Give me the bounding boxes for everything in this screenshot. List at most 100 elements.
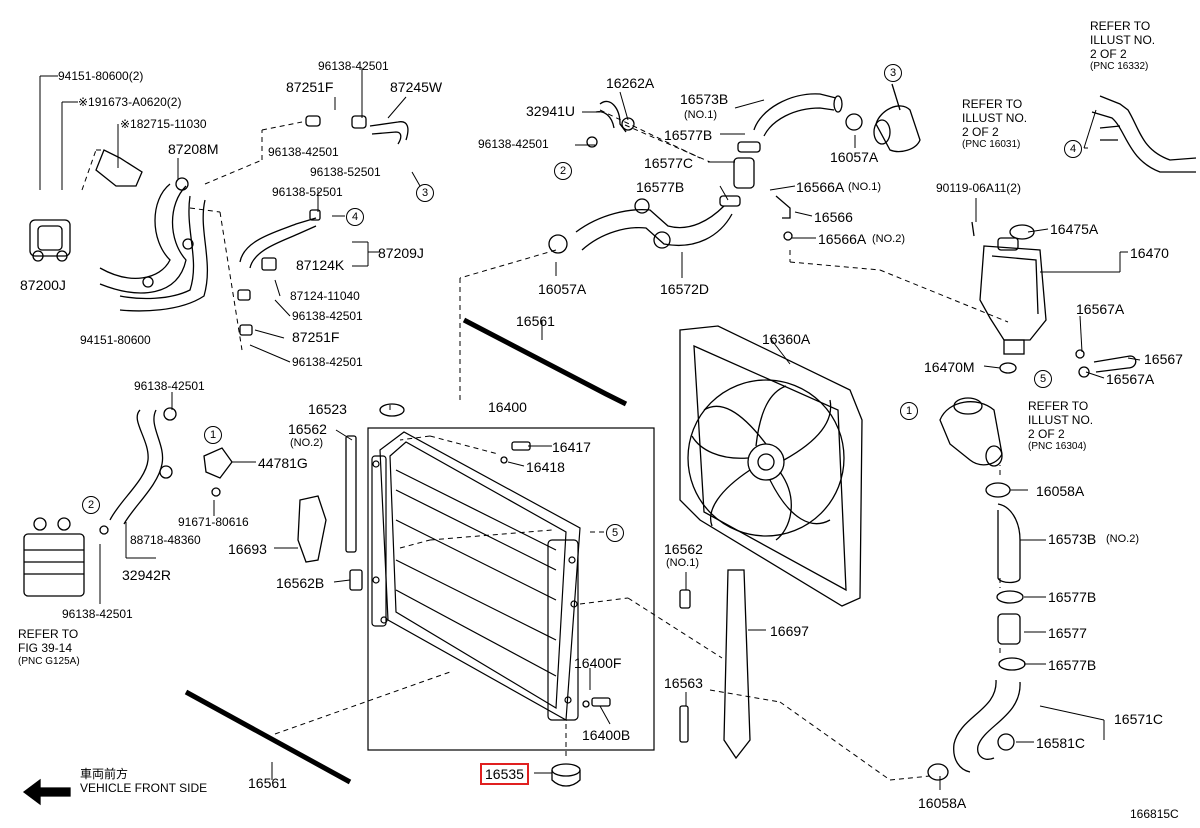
part-label[interactable]: 44781G [258, 455, 308, 471]
part-label[interactable]: 16562B [276, 575, 325, 591]
part-label[interactable]: 16566A [818, 231, 867, 247]
part-label[interactable]: 16417 [552, 439, 591, 455]
refer-line: 2 OF 2 [1028, 426, 1065, 441]
refer-note-16031: REFER TO ILLUST NO. 2 OF 2 (PNC 16031) [962, 97, 1027, 151]
part-label[interactable]: 16562 [288, 421, 327, 437]
part-label[interactable]: 96138-42501 [292, 355, 363, 369]
vehicle-front-jp: 車両前方 [80, 767, 129, 781]
leader-lines [39, 68, 1141, 790]
part-label[interactable]: 96138-42501 [134, 379, 205, 393]
refer-line: (PNC 16031) [962, 139, 1021, 151]
part-label[interactable]: 32942R [122, 567, 172, 583]
part-label[interactable]: 16577C [644, 155, 694, 171]
part-label[interactable]: 16057A [538, 281, 587, 297]
radiator-group-frame [367, 427, 655, 751]
part-label[interactable]: 16360A [762, 331, 811, 347]
part-label[interactable]: 16562 [664, 541, 703, 557]
part-label[interactable]: 16697 [770, 623, 809, 639]
part-label[interactable]: 87251F [292, 329, 340, 345]
callout-1: 1 [900, 402, 918, 420]
part-label[interactable]: 96138-42501 [318, 59, 389, 73]
part-label[interactable]: 96138-42501 [478, 137, 549, 151]
part-label[interactable]: 16561 [248, 775, 287, 791]
part-label[interactable]: 16581C [1036, 735, 1086, 751]
part-label[interactable]: 16523 [308, 401, 347, 417]
part-label[interactable]: 16572D [660, 281, 710, 297]
part-label[interactable]: 88718-48360 [130, 533, 201, 547]
refer-line: REFER TO [962, 97, 1023, 111]
part-label[interactable]: 90119-06A11(2) [936, 181, 1021, 195]
part-label[interactable]: 96138-42501 [62, 607, 133, 621]
part-label[interactable]: 16573B [1048, 531, 1097, 547]
refer-line: (PNC 16332) [1090, 61, 1149, 73]
part-label[interactable]: 16567 [1144, 351, 1183, 367]
callout-5: 5 [606, 524, 624, 542]
vehicle-front-label: 車両前方 VEHICLE FRONT SIDE [80, 767, 207, 796]
part-label[interactable]: 16058A [918, 795, 967, 811]
part-label[interactable]: 96138-42501 [268, 145, 339, 159]
part-label[interactable]: ※191673-A0620(2) [78, 95, 182, 109]
refer-line: ILLUST NO. [1028, 412, 1094, 427]
refer-note-G125A: REFER TO FIG 39-14 (PNC G125A) [18, 627, 80, 667]
part-label[interactable]: 16418 [526, 459, 565, 475]
part-label-suffix: (NO.2) [1106, 533, 1139, 545]
part-label[interactable]: 87200J [20, 277, 66, 293]
part-label[interactable]: 87208M [168, 141, 219, 157]
refer-line: ILLUST NO. [1090, 32, 1156, 47]
refer-line: 2 OF 2 [962, 124, 999, 139]
refer-line: (PNC G125A) [18, 655, 80, 667]
callout-2: 2 [554, 162, 572, 180]
part-label[interactable]: 96138-52501 [310, 165, 381, 179]
part-label[interactable]: 32941U [526, 103, 576, 119]
part-label[interactable]: 16400F [574, 655, 622, 671]
part-label[interactable]: 16563 [664, 675, 703, 691]
part-label[interactable]: 16566A [796, 179, 845, 195]
part-label[interactable]: 96138-42501 [292, 309, 363, 323]
dashed-lines [81, 109, 1009, 781]
refer-line: 2 OF 2 [1090, 46, 1127, 61]
part-label[interactable]: 16058A [1036, 483, 1085, 499]
part-label[interactable]: 16470 [1130, 245, 1169, 261]
callout-3: 3 [884, 64, 902, 82]
part-label[interactable]: 16566 [814, 209, 853, 225]
part-label[interactable]: 16400B [582, 727, 631, 743]
highlighted-part-label[interactable]: 16535 [480, 763, 529, 785]
fan-shroud-drawing [679, 325, 863, 607]
part-label[interactable]: 16577B [636, 179, 685, 195]
part-label[interactable]: 16577B [1048, 657, 1097, 673]
part-label[interactable]: 16577B [664, 127, 713, 143]
radiator-drawing [371, 431, 581, 721]
refer-note-16304: REFER TO ILLUST NO. 2 OF 2 (PNC 16304) [1028, 399, 1094, 453]
part-label-suffix: (NO.2) [290, 437, 323, 449]
part-label[interactable]: 16573B [680, 91, 729, 107]
part-label-suffix: (NO.2) [872, 233, 905, 245]
part-label[interactable]: 16475A [1050, 221, 1099, 237]
part-label[interactable]: 87124K [296, 257, 345, 273]
part-label[interactable]: 16693 [228, 541, 267, 557]
part-label[interactable]: 16470M [924, 359, 975, 375]
part-label[interactable]: 87251F [286, 79, 334, 95]
part-label[interactable]: 16262A [606, 75, 655, 91]
part-label[interactable]: 94151-80600 [80, 333, 151, 347]
part-label[interactable]: 16577B [1048, 589, 1097, 605]
part-label-suffix: (NO.1) [666, 557, 699, 569]
part-label-suffix: (NO.1) [684, 109, 717, 121]
part-label[interactable]: 94151-80600(2) [58, 69, 144, 83]
part-label[interactable]: 16567A [1106, 371, 1155, 387]
part-label[interactable]: 16571C [1114, 711, 1164, 727]
refer-note-16332: REFER TO ILLUST NO. 2 OF 2 (PNC 16332) [1090, 19, 1156, 73]
refer-line: (PNC 16304) [1028, 441, 1087, 453]
part-label[interactable]: 16400 [488, 399, 527, 415]
part-label[interactable]: 91671-80616 [178, 515, 249, 529]
part-label[interactable]: 87245W [390, 79, 443, 95]
part-label[interactable]: 87209J [378, 245, 424, 261]
part-label[interactable]: 16577 [1048, 625, 1087, 641]
part-label[interactable]: 16561 [516, 313, 555, 329]
callout-2: 2 [82, 496, 100, 514]
part-label[interactable]: 96138-52501 [272, 185, 343, 199]
part-label[interactable]: ※182715-11030 [120, 117, 207, 131]
part-label[interactable]: 87124-11040 [290, 289, 360, 303]
part-label[interactable]: 16057A [830, 149, 879, 165]
part-label[interactable]: 16567A [1076, 301, 1125, 317]
